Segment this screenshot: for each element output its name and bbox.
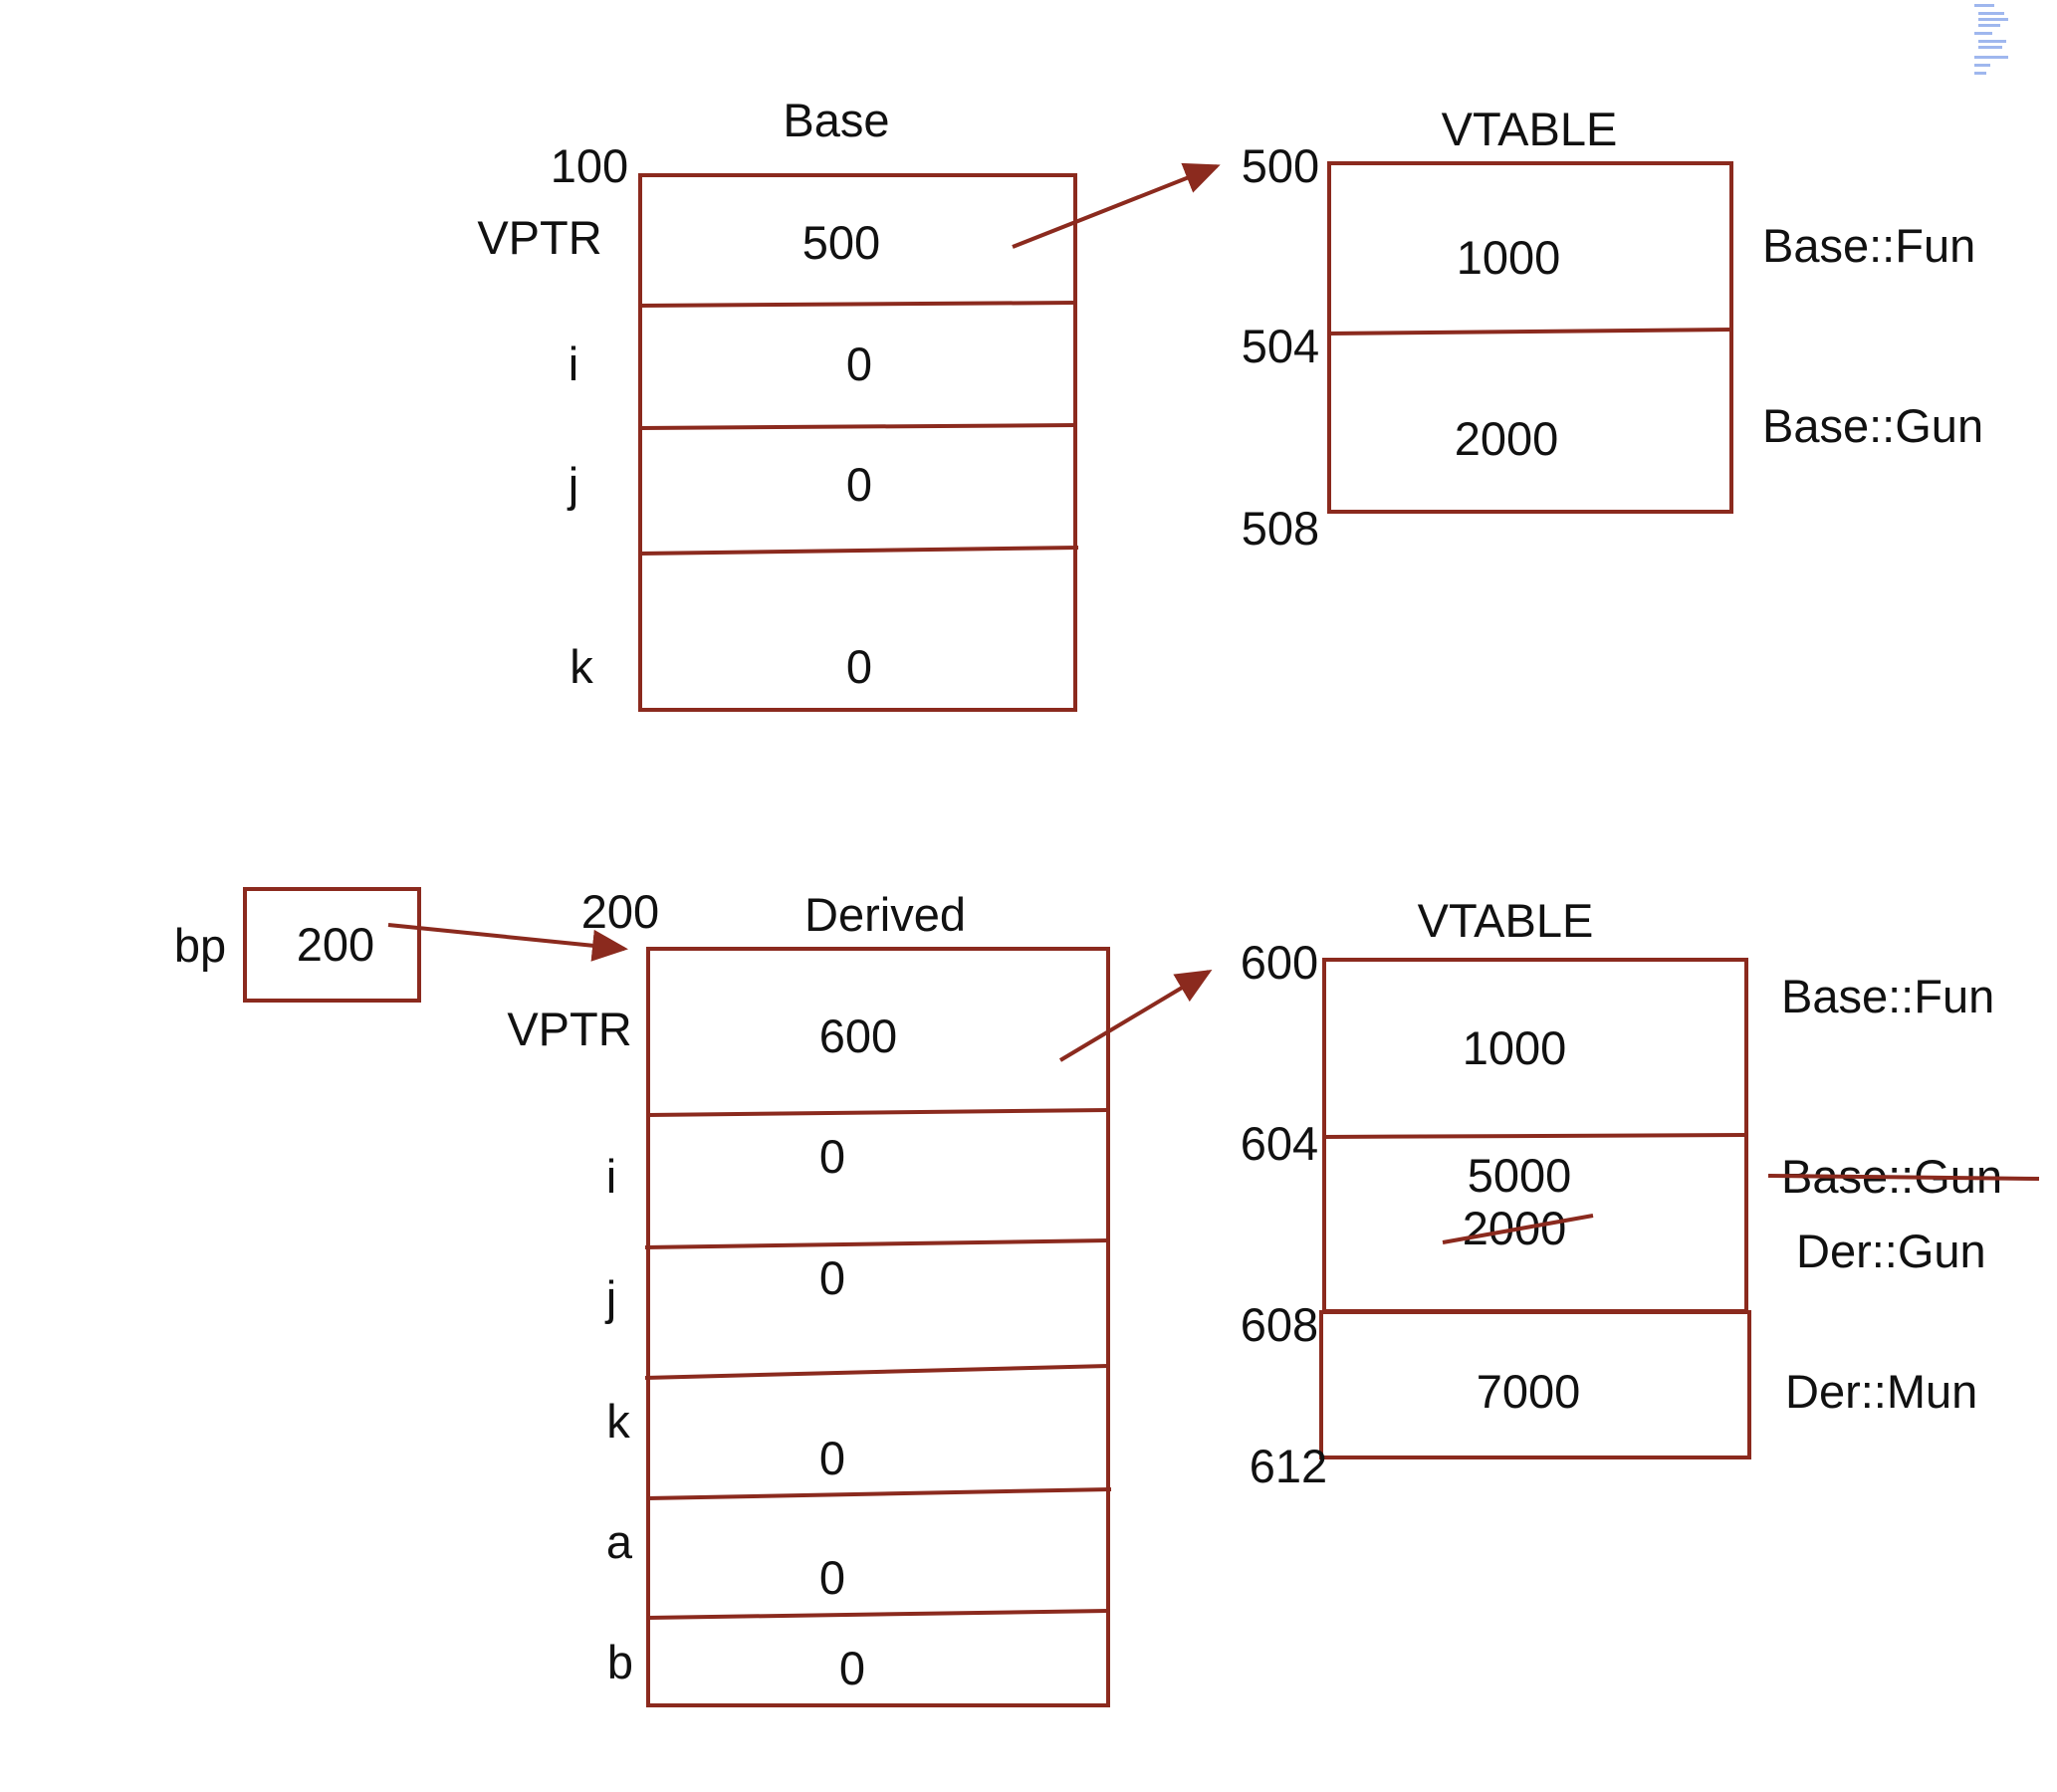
base-field-label-vptr: VPTR	[477, 211, 601, 264]
base-divider-3	[639, 546, 1079, 556]
vtable-bottom-extra-slot	[1319, 1310, 1751, 1459]
vtable-bottom-entry-value-3: 7000	[1477, 1365, 1581, 1418]
derived-field-label-b: b	[607, 1636, 633, 1688]
base-field-value-j: 0	[846, 458, 872, 511]
base-address: 100	[551, 139, 628, 192]
derived-field-label-k: k	[606, 1395, 630, 1448]
vtable-top-address-508: 508	[1242, 502, 1319, 555]
derived-title: Derived	[804, 888, 966, 941]
derived-vptr-arrow	[1058, 969, 1213, 1062]
old-value-strikethrough	[1442, 1214, 1594, 1244]
vtable-title-bottom: VTABLE	[1418, 894, 1594, 947]
derived-field-label-vptr: VPTR	[507, 1003, 631, 1055]
pointer-value: 200	[297, 918, 374, 971]
derived-field-label-a: a	[606, 1515, 633, 1568]
vtable-box-top	[1327, 161, 1733, 514]
base-object-box	[638, 173, 1077, 712]
derived-divider-3	[644, 1364, 1109, 1380]
minimap-preview[interactable]	[1966, 0, 2014, 80]
pointer-label: bp	[174, 919, 226, 972]
base-field-value-i: 0	[846, 337, 872, 390]
base-field-label-i: i	[569, 337, 578, 390]
vtable-top-entry-value-1: 1000	[1457, 231, 1561, 284]
derived-field-value-j: 0	[819, 1251, 845, 1304]
vtable-bottom-address-604: 604	[1241, 1117, 1318, 1170]
vtable-bottom-address-612: 612	[1250, 1440, 1327, 1492]
pointer-box	[243, 887, 421, 1003]
derived-field-value-a: 0	[819, 1551, 845, 1604]
derived-field-value-vptr: 600	[819, 1009, 897, 1062]
vtable-bottom-entry-name-1: Base::Fun	[1781, 970, 1994, 1022]
derived-field-value-i: 0	[819, 1130, 845, 1183]
derived-divider-5	[647, 1609, 1109, 1620]
vtable-bottom-address-600: 600	[1241, 936, 1318, 989]
base-divider-2	[639, 423, 1078, 430]
derived-divider-4	[647, 1487, 1112, 1500]
derived-object-box	[646, 947, 1110, 1707]
vtable-top-entry-name-2: Base::Gun	[1762, 399, 1983, 452]
base-field-label-j: j	[567, 458, 578, 511]
base-field-value-vptr: 500	[802, 216, 880, 269]
derived-field-label-j: j	[604, 1271, 616, 1324]
derived-field-value-b: 0	[839, 1642, 865, 1694]
derived-field-label-i: i	[606, 1150, 616, 1203]
derived-address: 200	[581, 885, 659, 938]
derived-divider-2	[644, 1238, 1109, 1249]
base-vptr-arrow	[1012, 162, 1221, 249]
pointer-arrow	[387, 923, 628, 962]
vtable-top-address-504: 504	[1242, 320, 1319, 372]
base-field-label-k: k	[570, 640, 593, 693]
base-field-value-k: 0	[846, 640, 872, 693]
vtable-bottom-entry-value-2: 5000	[1468, 1149, 1572, 1202]
base-divider-1	[639, 301, 1076, 308]
vtable-bottom-entry-name-2: Der::Gun	[1796, 1225, 1986, 1277]
vtable-bottom-entry-name-3: Der::Mun	[1785, 1365, 1977, 1418]
derived-divider-1	[647, 1108, 1109, 1117]
vtable-top-entry-value-2: 2000	[1455, 412, 1559, 465]
vtable-bottom-address-608: 608	[1241, 1298, 1318, 1351]
base-title: Base	[783, 94, 889, 146]
vtable-top-entry-name-1: Base::Fun	[1762, 219, 1975, 272]
derived-field-value-k: 0	[819, 1432, 845, 1484]
vtable-title-top: VTABLE	[1442, 103, 1618, 155]
vtable-bottom-entry-value-1: 1000	[1463, 1021, 1567, 1074]
vtable-top-divider	[1328, 328, 1732, 336]
old-name-strikethrough	[1767, 1174, 2040, 1181]
vtable-top-address-500: 500	[1242, 139, 1319, 192]
vtable-bottom-divider-1	[1323, 1133, 1747, 1139]
